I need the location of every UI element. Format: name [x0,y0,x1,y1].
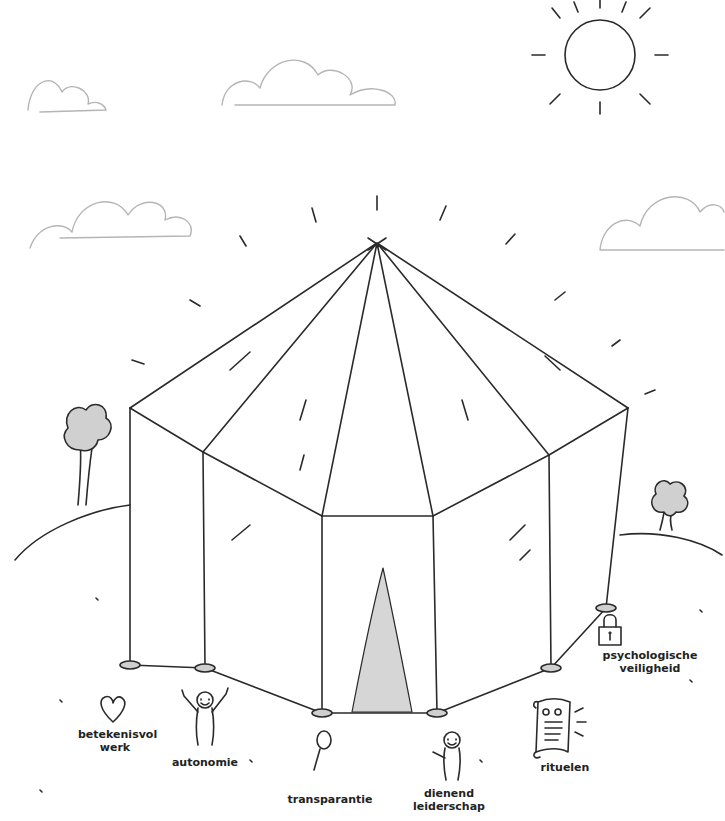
value-label: transparantie [282,794,378,807]
shine-stroke [132,196,655,394]
cloud [600,197,724,250]
scroll-icon [534,699,586,758]
tent-roof [130,238,628,516]
cloud [28,81,106,112]
tent-door [352,568,412,712]
ground-speck [40,598,702,792]
cloud [222,60,395,105]
tree [652,481,688,530]
value-label: psychologische veiligheid [600,650,700,675]
person-icon [433,732,460,780]
tent-wall [130,408,628,713]
heart-icon [101,697,125,722]
value-label: betekenisvol werk [78,729,152,754]
value-label: autonomie [165,757,245,770]
tree [64,404,111,505]
cloud [30,202,191,248]
value-label: rituelen [533,762,597,775]
person-icon [182,688,228,745]
magnifier-icon [314,731,331,770]
value-label: dienend leiderschap [410,788,488,813]
sun [532,0,668,114]
lock-icon [599,615,621,645]
